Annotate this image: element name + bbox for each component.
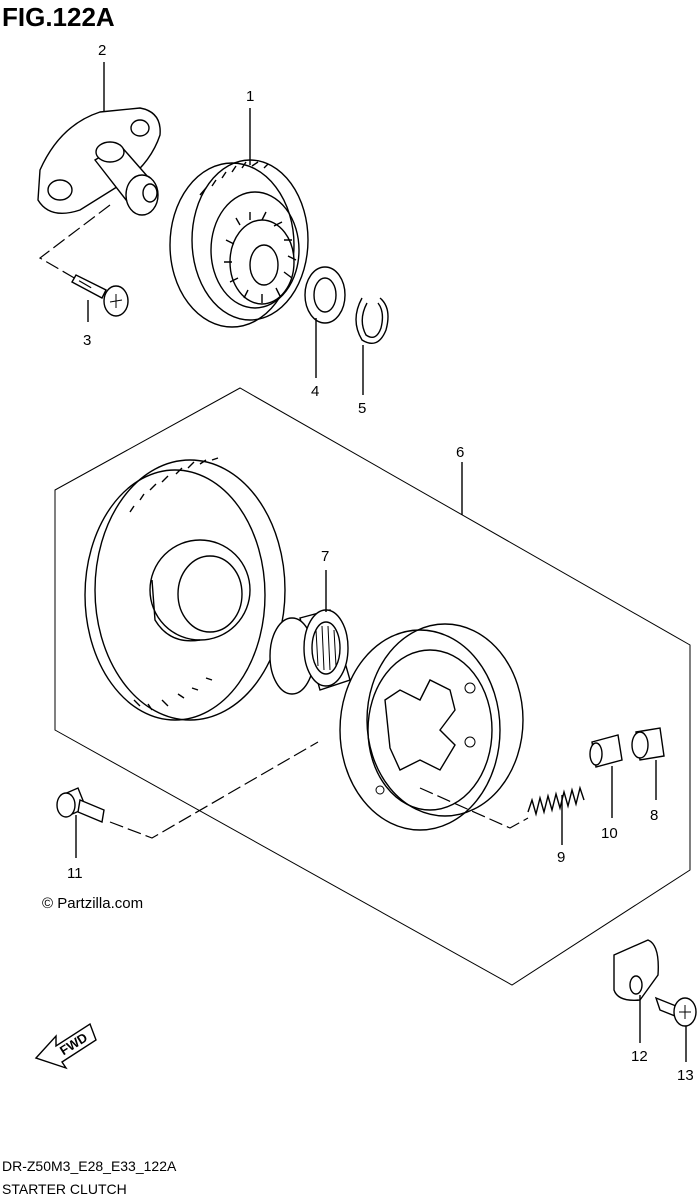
callout-3: 3 bbox=[83, 332, 91, 349]
callout-9: 9 bbox=[557, 849, 565, 866]
part-6-clutch-housing bbox=[339, 623, 524, 831]
figure-name: STARTER CLUTCH bbox=[2, 1181, 127, 1197]
assembly-outline bbox=[54, 387, 691, 986]
dashed-assembly-lines bbox=[38, 204, 529, 839]
callout-13: 13 bbox=[677, 1067, 694, 1084]
part-7-bearing bbox=[269, 609, 351, 695]
part-13-screw bbox=[654, 996, 697, 1027]
callout-11: 11 bbox=[67, 865, 83, 882]
leader-lines bbox=[75, 62, 687, 1062]
callout-7: 7 bbox=[321, 548, 329, 565]
callout-numbers: 2 1 3 4 5 6 7 8 9 10 11 12 13 bbox=[67, 42, 694, 1084]
callout-10: 10 bbox=[601, 825, 618, 842]
callout-12: 12 bbox=[631, 1048, 648, 1065]
callout-6: 6 bbox=[456, 444, 464, 461]
callout-5: 5 bbox=[358, 400, 366, 417]
fwd-arrow-icon: FWD bbox=[34, 1022, 97, 1070]
part-2-bracket bbox=[37, 107, 161, 216]
part-10-pin bbox=[589, 734, 623, 768]
part-9-spring bbox=[527, 785, 585, 817]
callout-8: 8 bbox=[650, 807, 658, 824]
part-1-idler-gear bbox=[169, 159, 309, 328]
part-11-bolt bbox=[56, 787, 105, 823]
copyright-text: © Partzilla.com bbox=[42, 895, 144, 912]
callout-4: 4 bbox=[311, 383, 319, 400]
part-5-circlip bbox=[355, 297, 389, 344]
figure-title: FIG.122A bbox=[2, 2, 115, 32]
callout-1: 1 bbox=[246, 88, 254, 105]
part-8-cap bbox=[631, 727, 665, 761]
figure-code: DR-Z50M3_E28_E33_122A bbox=[2, 1158, 177, 1174]
part-4-washer bbox=[304, 266, 346, 324]
part-12-plate bbox=[613, 939, 659, 1001]
callout-2: 2 bbox=[98, 42, 106, 59]
part-6-starter-gear bbox=[84, 457, 286, 721]
